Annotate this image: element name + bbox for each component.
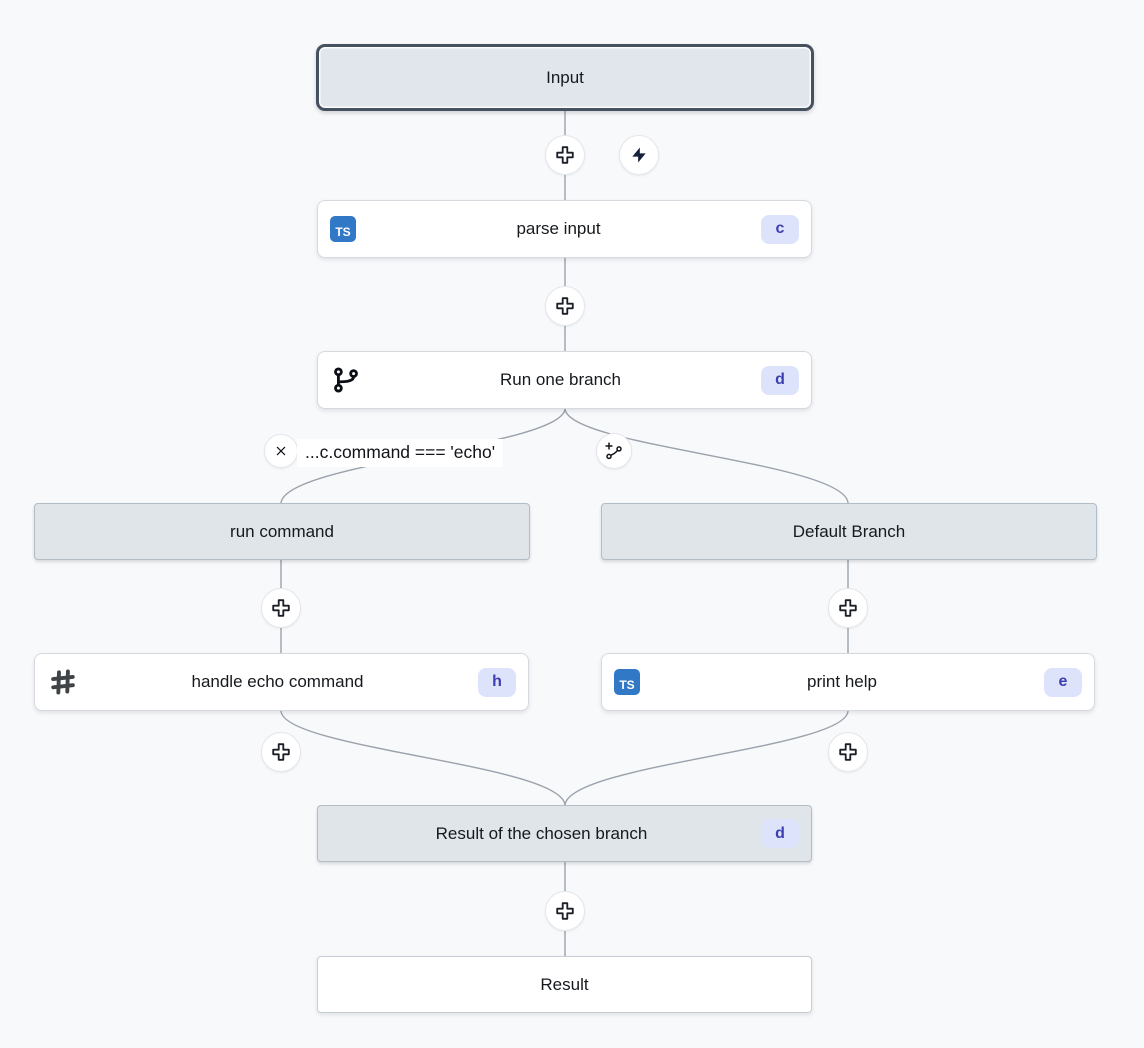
plus-icon <box>272 743 290 761</box>
plus-icon <box>556 297 574 315</box>
add-step-button[interactable] <box>545 891 585 931</box>
node-result-of-chosen-branch-label: Result of the chosen branch <box>435 823 648 843</box>
lightning-bolt-icon <box>632 147 646 163</box>
add-branch-button[interactable] <box>596 433 632 469</box>
node-run-one-branch-label: Run one branch <box>500 370 621 389</box>
node-result-label: Result <box>540 974 589 994</box>
branch-condition-label[interactable]: ...c.command === 'echo' <box>297 439 504 467</box>
node-handle-echo-command-label: handle echo command <box>191 672 364 691</box>
node-id-badge: d <box>761 365 799 395</box>
node-input-label: Input <box>546 67 584 87</box>
add-step-button[interactable] <box>261 732 301 772</box>
trigger-button[interactable] <box>619 135 659 175</box>
plus-icon <box>839 743 857 761</box>
branch-header-default[interactable]: Default Branch <box>601 503 1097 560</box>
node-id-badge: c <box>761 214 799 244</box>
add-step-button[interactable] <box>545 135 585 175</box>
node-result[interactable]: Result <box>317 956 812 1013</box>
remove-branch-button[interactable] <box>264 434 298 468</box>
node-run-one-branch[interactable]: Run one branch d <box>317 351 812 409</box>
node-input[interactable]: Input <box>316 44 814 111</box>
plus-icon <box>556 902 574 920</box>
typescript-icon: TS <box>330 216 356 242</box>
node-parse-input[interactable]: TS parse input c <box>317 200 812 258</box>
plus-icon <box>839 599 857 617</box>
branch-default-label: Default Branch <box>792 521 906 541</box>
typescript-icon: TS <box>614 669 640 695</box>
node-id-badge: h <box>478 667 516 697</box>
node-handle-echo-command[interactable]: handle echo command h <box>34 653 529 711</box>
add-step-button[interactable] <box>545 286 585 326</box>
node-result-of-chosen-branch[interactable]: Result of the chosen branch d <box>317 805 812 862</box>
node-id-badge: d <box>761 819 799 848</box>
branch-header-run-command[interactable]: run command <box>34 503 530 560</box>
node-parse-input-label: parse input <box>516 219 601 238</box>
close-icon <box>276 446 286 456</box>
plus-icon <box>272 599 290 617</box>
node-print-help-label: print help <box>807 672 877 691</box>
add-step-button[interactable] <box>828 588 868 628</box>
plus-icon <box>556 146 574 164</box>
add-branch-icon <box>605 442 622 460</box>
git-branch-icon <box>330 364 362 396</box>
branch-run-command-label: run command <box>230 521 334 541</box>
hash-icon <box>47 666 79 698</box>
add-step-button[interactable] <box>828 732 868 772</box>
add-step-button[interactable] <box>261 588 301 628</box>
node-print-help[interactable]: TS print help e <box>601 653 1095 711</box>
node-id-badge: e <box>1044 667 1082 697</box>
